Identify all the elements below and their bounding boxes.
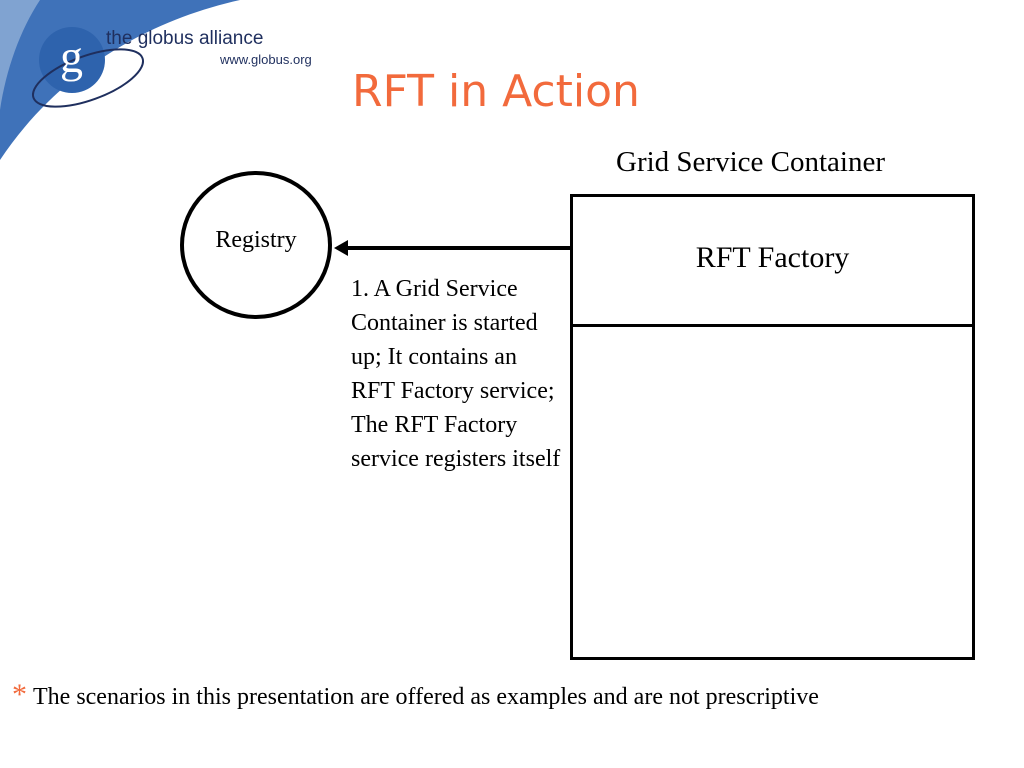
step-description: 1. A Grid Service Container is started u… bbox=[351, 276, 561, 472]
globus-logo-icon bbox=[31, 27, 145, 108]
logo-org-name: the globus alliance bbox=[106, 28, 264, 49]
register-arrow bbox=[334, 240, 572, 256]
rft-factory-box: RFT Factory bbox=[573, 197, 972, 327]
registry-label: Registry bbox=[215, 227, 297, 253]
footnote-text: The scenarios in this presentation are o… bbox=[33, 684, 819, 710]
logo-letter: g bbox=[60, 31, 83, 82]
registry-node: Registry bbox=[180, 171, 332, 319]
container-label: Grid Service Container bbox=[616, 146, 885, 178]
footnote-marker: * bbox=[12, 678, 27, 711]
rft-factory-label: RFT Factory bbox=[695, 241, 850, 274]
page-title: RFT in Action bbox=[352, 66, 640, 117]
footnote: *The scenarios in this presentation are … bbox=[12, 678, 819, 712]
logo-url: www.globus.org bbox=[220, 52, 312, 67]
grid-service-container: RFT Factory bbox=[570, 194, 975, 660]
